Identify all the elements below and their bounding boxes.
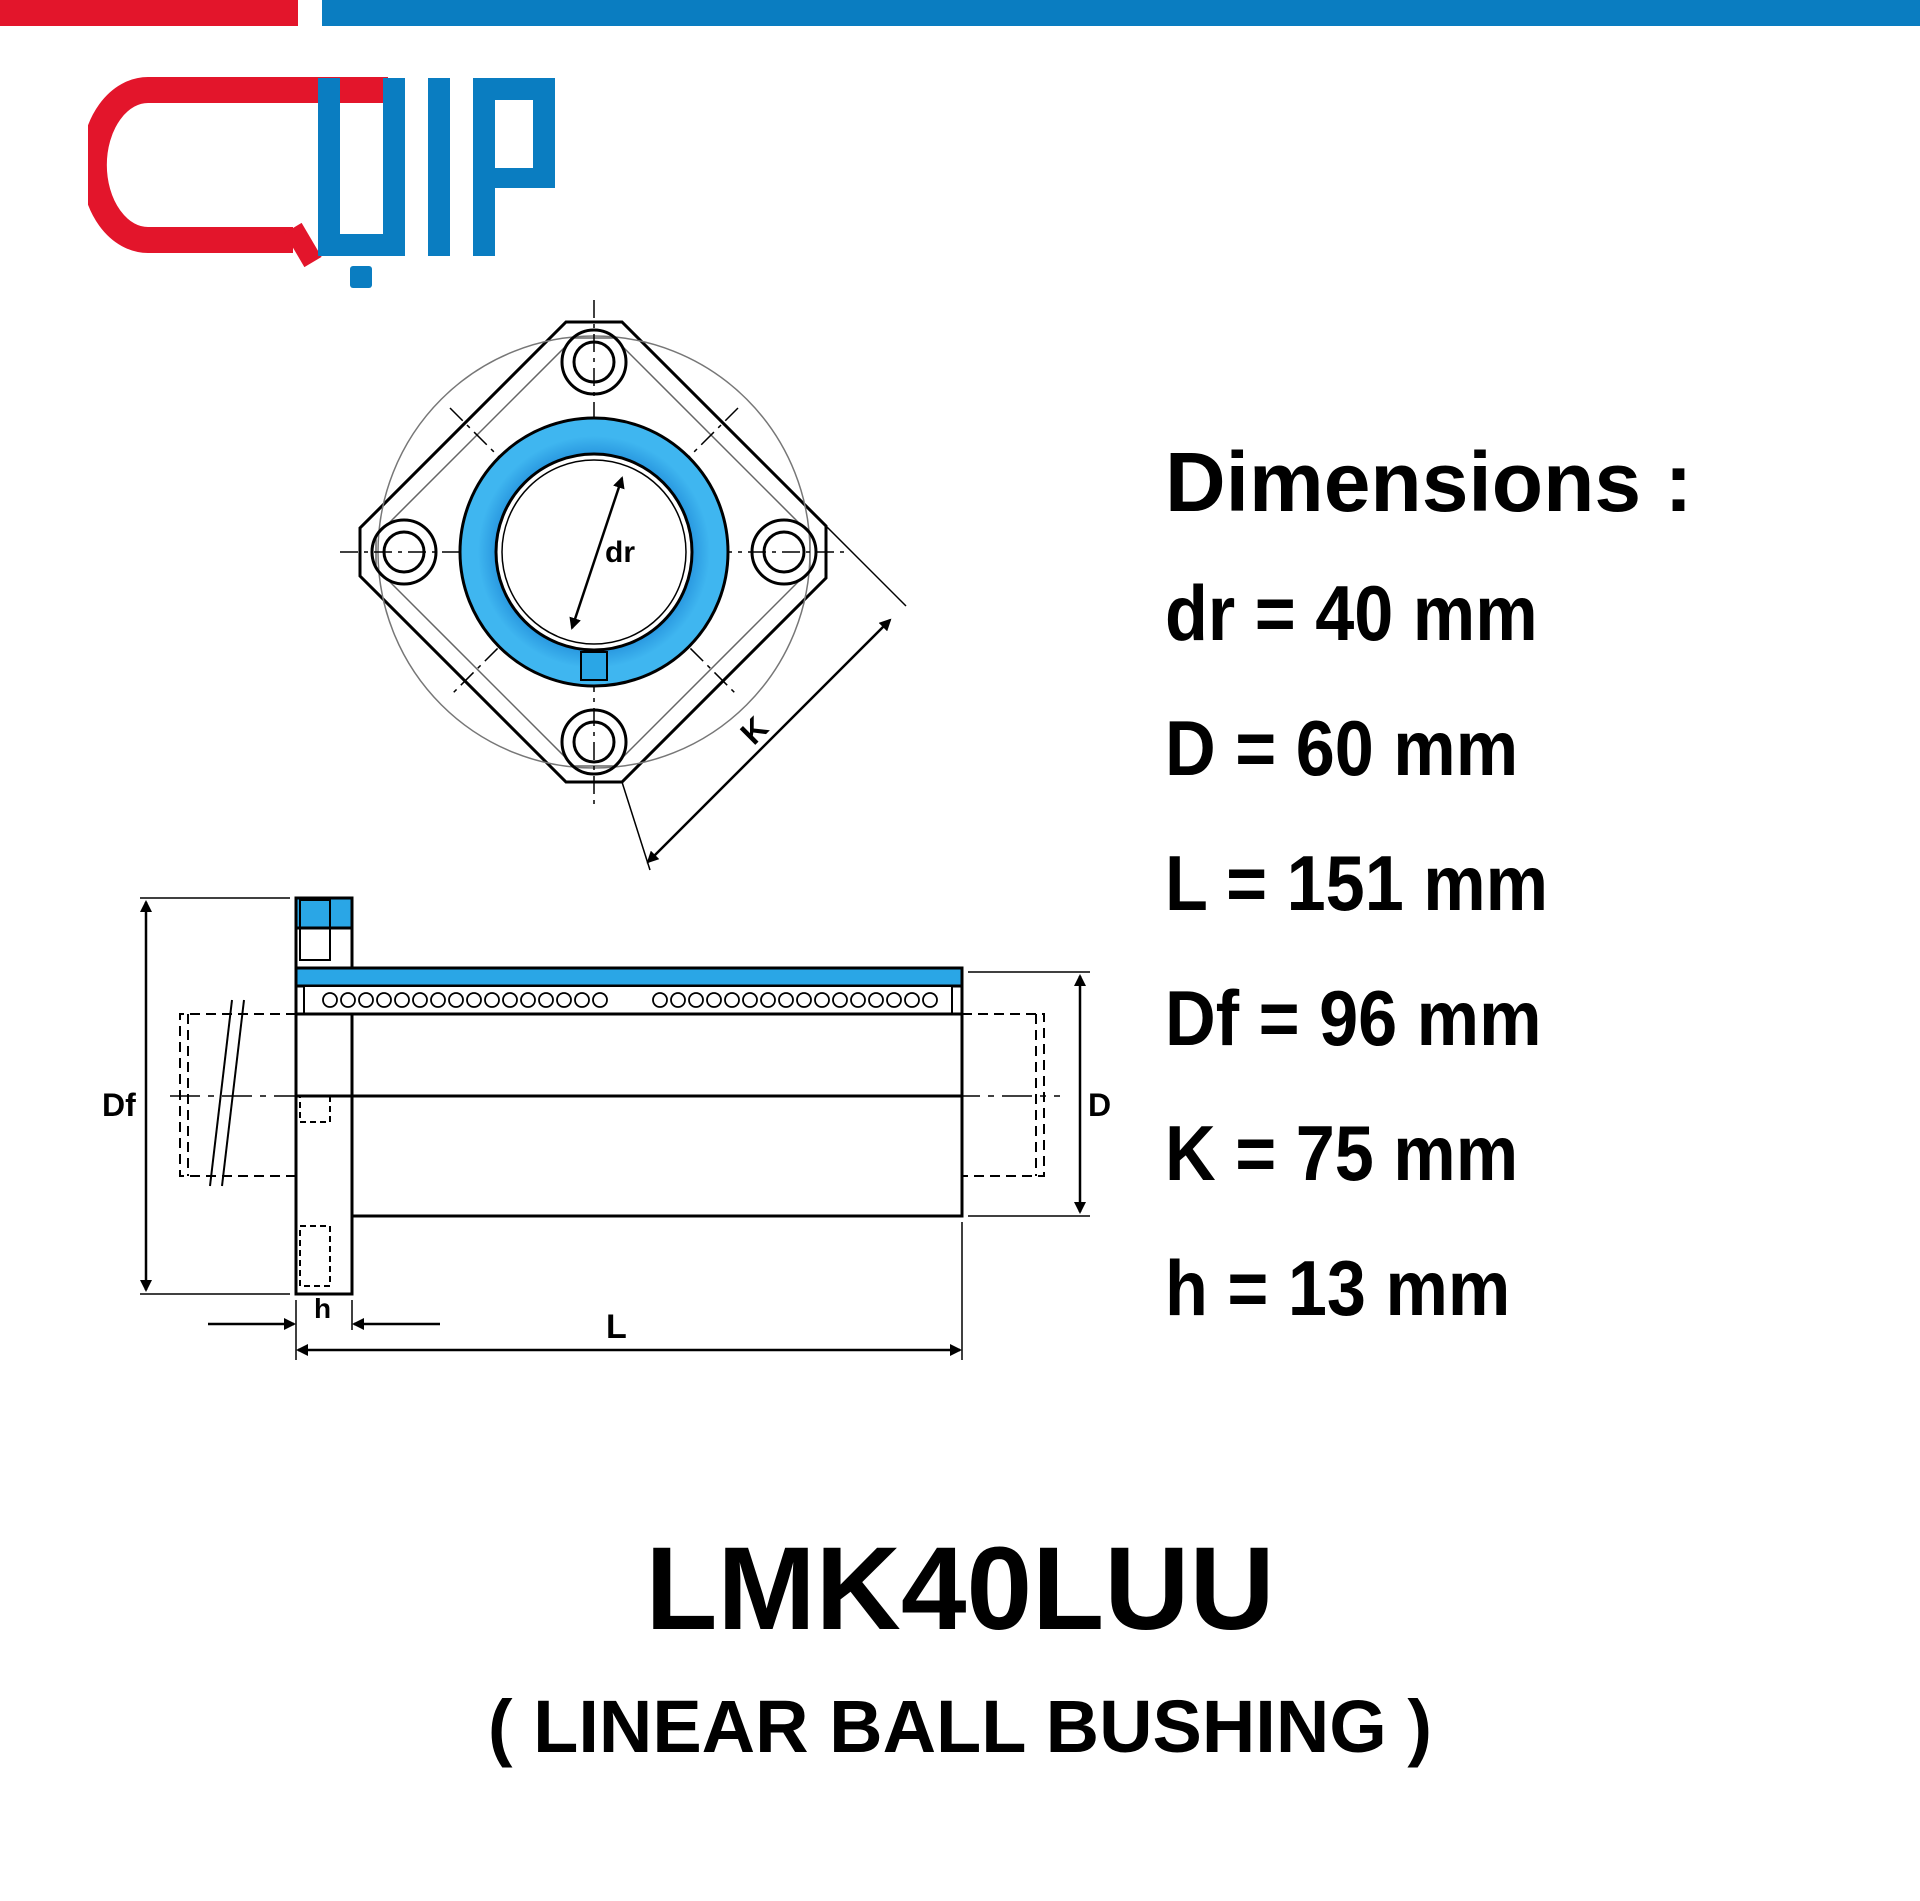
dr-label: dr: [605, 536, 635, 569]
dr-dimension-line: [569, 476, 625, 630]
l-label: L: [606, 1308, 627, 1346]
side-view: [140, 896, 1090, 1360]
product-description: ( LINEAR BALL BUSHING ): [487, 1685, 1433, 1768]
dimensions-title: Dimensions :: [1165, 435, 1693, 529]
product-model: LMK40LUU: [645, 1523, 1275, 1655]
dim-d: D = 60 mm: [1165, 704, 1519, 792]
k-label: K: [733, 710, 775, 752]
top-red-bar: [0, 0, 298, 26]
top-blue-bar: [322, 0, 1920, 26]
quip-logo: [88, 77, 555, 288]
dimensions-panel: Dimensions : dr = 40 mm D = 60 mm L = 15…: [1165, 440, 1692, 1384]
dim-h: h = 13 mm: [1165, 1244, 1511, 1332]
logo-q-shape: [88, 77, 388, 253]
k-dimension: [621, 525, 907, 871]
dim-l: L = 151 mm: [1165, 839, 1549, 927]
d-label: D: [1088, 1087, 1111, 1123]
dim-k: K = 75 mm: [1165, 1109, 1519, 1197]
dim-df: Df = 96 mm: [1165, 974, 1542, 1062]
h-label: h: [314, 1293, 331, 1324]
dim-dr: dr = 40 mm: [1165, 569, 1538, 657]
logo-uip-letters: [318, 78, 555, 288]
ball-row: [322, 992, 938, 1008]
df-label: Df: [102, 1087, 136, 1123]
